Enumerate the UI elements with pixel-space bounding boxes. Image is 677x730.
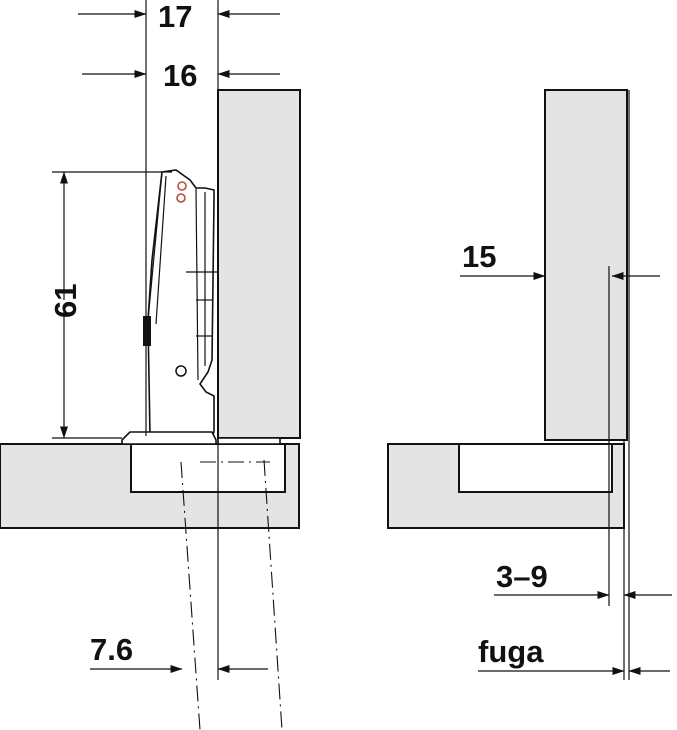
right-view: 15 3–9 fuga	[387, 89, 672, 680]
dimension-7-6-label: 7.6	[90, 632, 133, 667]
left-hinge-cup-bore	[130, 443, 286, 493]
dimension-17-label: 17	[158, 0, 192, 34]
dimension-15-label: 15	[462, 239, 496, 274]
dimension-16-label: 16	[163, 58, 197, 93]
dimension-61-label: 61	[48, 284, 83, 318]
left-cabinet-side-panel	[217, 89, 301, 439]
right-cabinet-side-panel	[544, 89, 628, 441]
left-view: 17 16 61 7.6	[0, 0, 301, 730]
dimension-fuga-label: fuga	[478, 634, 544, 669]
hinge-arm	[121, 169, 281, 445]
right-hinge-cup-bore	[458, 443, 613, 493]
dimension-3-9-label: 3–9	[496, 559, 548, 594]
